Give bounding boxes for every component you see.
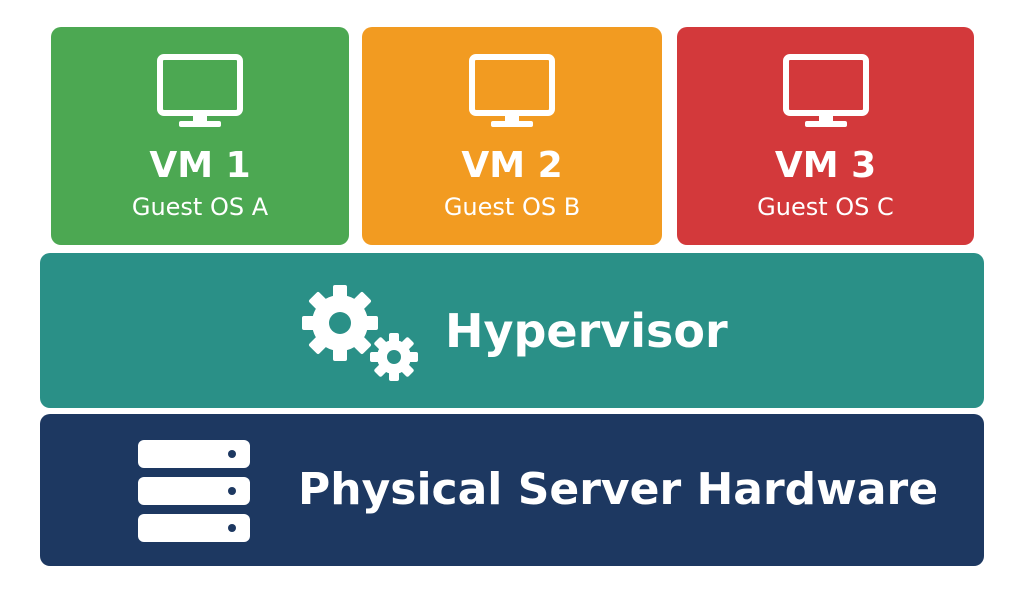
monitor-icon <box>157 54 243 127</box>
monitor-icon <box>469 54 555 127</box>
vm-title: VM 1 <box>149 145 251 186</box>
vm-title: VM 2 <box>461 145 563 186</box>
hypervisor-layer: Hypervisor <box>40 253 984 408</box>
vm-box-1: VM 1 Guest OS A <box>51 27 349 245</box>
vm-guest-os: Guest OS C <box>757 193 894 221</box>
hardware-layer: Physical Server Hardware <box>40 414 984 566</box>
gears-icon <box>302 285 418 381</box>
monitor-icon <box>782 54 869 127</box>
vm-guest-os: Guest OS A <box>131 193 269 221</box>
server-icon <box>138 440 250 542</box>
hypervisor-label: Hypervisor <box>445 304 728 358</box>
vm-title: VM 3 <box>774 145 877 186</box>
hardware-label: Physical Server Hardware <box>298 464 939 515</box>
vm-box-2: VM 2 Guest OS B <box>362 27 662 245</box>
vm-box-3: VM 3 Guest OS C <box>677 27 974 245</box>
vm-guest-os: Guest OS B <box>443 193 581 221</box>
